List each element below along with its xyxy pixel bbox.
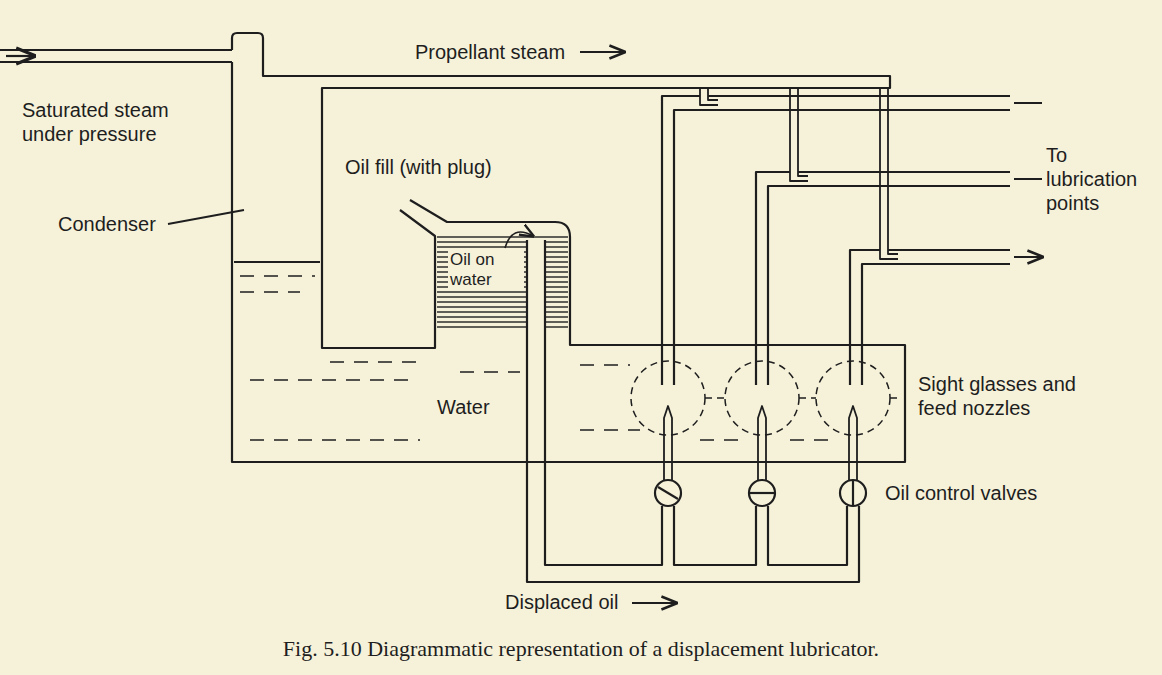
part-label: Oil on water xyxy=(448,250,524,291)
steam-branch xyxy=(700,88,718,105)
outlet-pipe xyxy=(850,250,1010,385)
displaced-oil-tube xyxy=(527,240,859,582)
oil-flow-arrow xyxy=(505,232,533,248)
flow-arrow xyxy=(580,51,624,53)
part-label: Oil fill (with plug) xyxy=(345,155,545,179)
steam-inlet-pipe xyxy=(0,50,232,62)
leader-line xyxy=(168,210,244,224)
displaced-oil-tube xyxy=(545,240,847,565)
oil-layer xyxy=(437,234,568,328)
steam-branch xyxy=(880,88,898,259)
part-label: Water xyxy=(437,395,517,419)
reservoir-and-tank xyxy=(232,62,905,462)
outlet-pipe xyxy=(756,172,1010,385)
oil-control-valve xyxy=(655,480,866,506)
inlet-arrow xyxy=(6,55,34,57)
destination-label: To lubrication points xyxy=(1046,143,1156,215)
condenser-and-steam-pipe xyxy=(232,33,890,348)
outlet-pipe xyxy=(662,96,1010,385)
part-label: Oil control valves xyxy=(885,481,1075,505)
part-label: Sight glasses and feed nozzles xyxy=(918,372,1096,420)
figure-caption: Fig. 5.10 Diagrammatic representation of… xyxy=(0,636,1162,662)
part-label: Condenser xyxy=(58,212,168,236)
flow-label: Displaced oil xyxy=(505,590,630,614)
steam-branch xyxy=(790,88,808,181)
flow-label: Propellant steam xyxy=(415,40,585,64)
inlet-label: Saturated steam under pressure xyxy=(22,98,202,146)
outlet-arrow xyxy=(1014,103,1042,257)
water-level xyxy=(234,261,320,263)
flow-arrow xyxy=(632,602,676,604)
water-marks xyxy=(240,276,830,440)
feed-nozzle xyxy=(664,406,857,480)
